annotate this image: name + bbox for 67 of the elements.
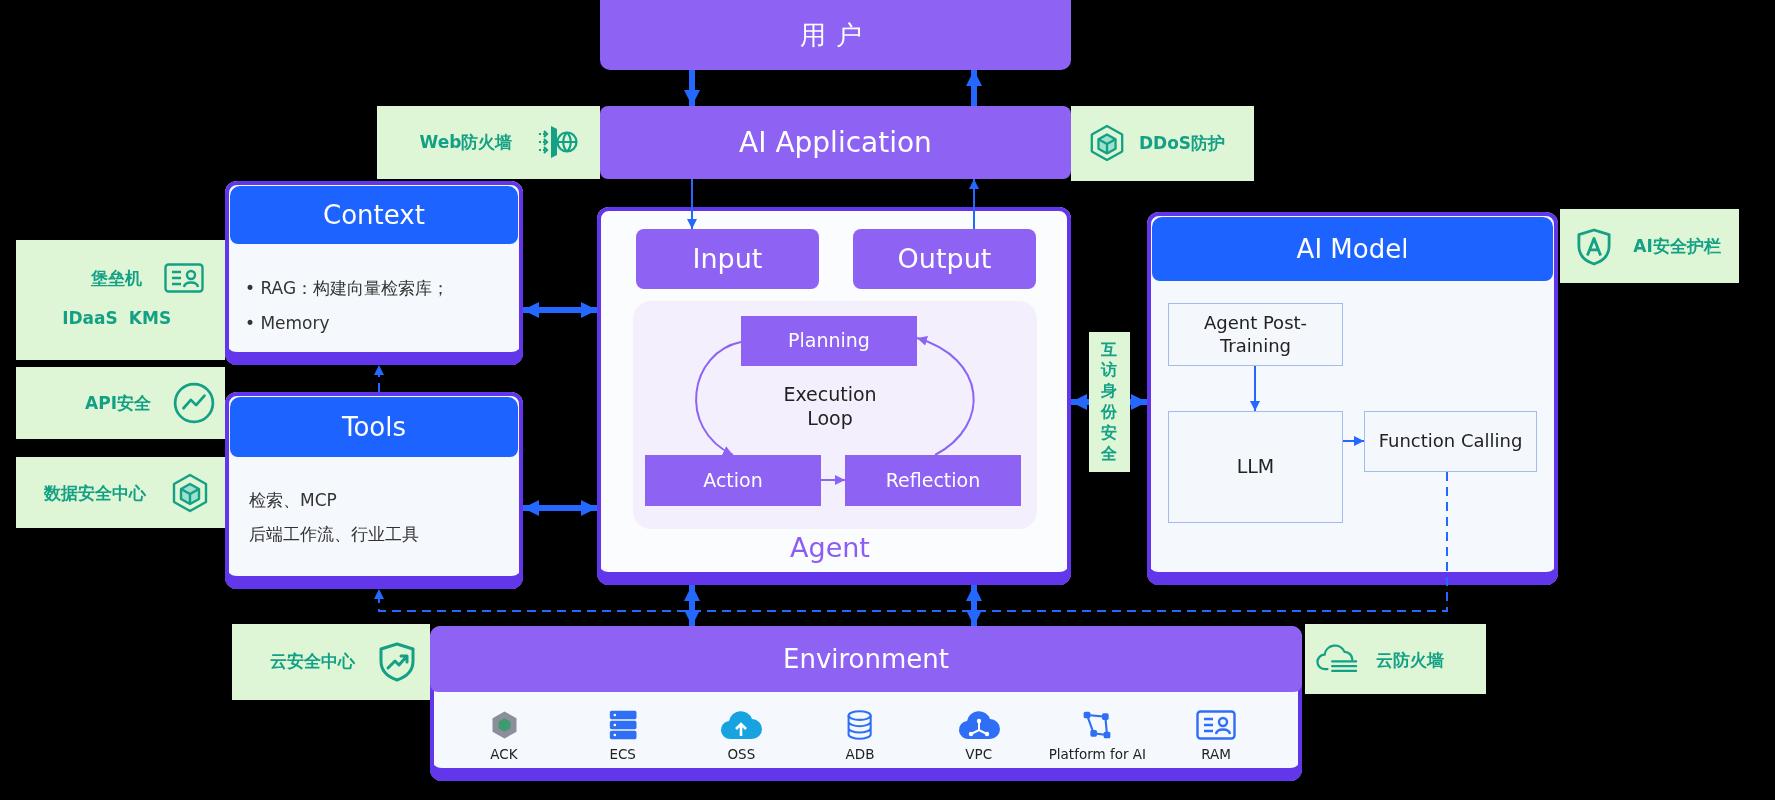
security-panel — [16, 367, 225, 439]
process-box: Agent Post-Training — [1168, 303, 1343, 366]
service-label: VPC — [965, 745, 993, 763]
dashed-arrow — [374, 364, 384, 393]
text-line: 检索、MCP — [249, 489, 337, 511]
arrow — [820, 475, 846, 485]
loop-area — [633, 301, 1037, 529]
panel-label: DDoS防护 — [1138, 132, 1226, 154]
process-box: 用户 — [600, 0, 1071, 70]
step-box: Planning — [741, 316, 917, 366]
panel-label: 数据安全中心 — [44, 482, 146, 504]
security-panel — [1560, 209, 1739, 283]
panel-label: 云防火墙 — [1376, 649, 1444, 671]
arrow — [966, 70, 982, 106]
loop-label: Execution Loop — [782, 383, 878, 431]
process-box: AI Application — [600, 106, 1071, 179]
panel-label: IDaaS — [62, 307, 118, 329]
module-card — [225, 181, 523, 365]
card-header: Environment — [430, 626, 1302, 692]
double-arrow — [966, 585, 982, 626]
arrow — [1342, 436, 1365, 446]
module-card — [225, 392, 523, 589]
card-header: Context — [230, 186, 518, 244]
module-card — [430, 626, 1302, 781]
container-panel — [597, 207, 1071, 585]
service-label: ACK — [490, 745, 518, 763]
double-arrow — [523, 500, 597, 516]
process-box: Input — [636, 229, 819, 289]
text-line: • RAG：构建向量检索库； — [245, 277, 450, 299]
security-panel — [232, 624, 430, 700]
card-header: AI Model — [1152, 217, 1553, 281]
panel-label: AI安全护栏 — [1633, 235, 1721, 257]
service-label: Platform for AI — [1048, 745, 1146, 763]
edge-label: 互访身份安全 — [1088, 332, 1130, 472]
panel-label: 云安全中心 — [269, 650, 355, 672]
double-arrow — [523, 302, 597, 318]
module-card — [1147, 212, 1558, 585]
panel-label: Web防火墙 — [419, 131, 513, 153]
arrow — [1250, 365, 1260, 412]
step-box: Reflection — [845, 455, 1021, 506]
arrow — [916, 336, 975, 456]
container-title: Agent — [790, 531, 870, 565]
double-arrow — [684, 585, 700, 626]
process-box: Output — [853, 229, 1036, 289]
panel-label: 堡垒机 — [90, 267, 142, 289]
arrow — [684, 70, 700, 106]
arrow — [695, 341, 742, 456]
arrow — [969, 178, 979, 230]
service-label: ECS — [609, 745, 636, 763]
service-label: OSS — [727, 745, 756, 763]
process-box: LLM — [1168, 411, 1343, 523]
security-panel — [377, 106, 600, 179]
panel-label: KMS — [128, 307, 172, 329]
security-panel — [1305, 624, 1486, 694]
service-label: ADB — [845, 745, 875, 763]
card-header: Tools — [230, 397, 518, 457]
text-line: • Memory — [245, 312, 330, 334]
arrow — [687, 178, 697, 230]
security-panel — [16, 457, 225, 528]
security-panel — [16, 240, 225, 360]
panel-label: API安全 — [85, 392, 151, 414]
dashed-arrow — [374, 471, 1448, 612]
service-label: RAM — [1201, 745, 1231, 763]
text-line: 后端工作流、行业工具 — [249, 523, 419, 545]
process-box: Function Calling — [1364, 411, 1537, 472]
security-panel — [1071, 106, 1254, 181]
step-box: Action — [645, 455, 821, 506]
